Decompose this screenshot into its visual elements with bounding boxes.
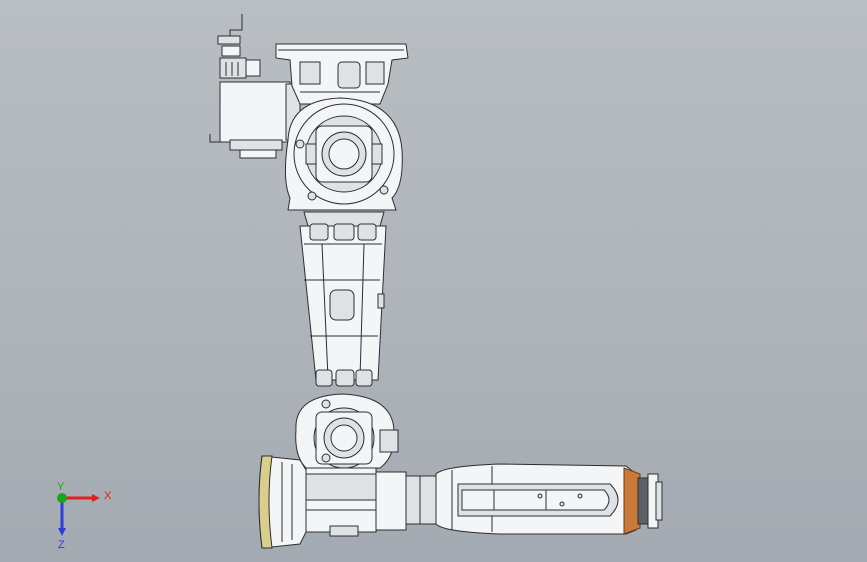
upper-housing bbox=[275, 43, 409, 105]
wrist-flange bbox=[623, 467, 663, 535]
z-axis-label: Z bbox=[58, 539, 65, 551]
z-axis-arrowhead bbox=[58, 528, 66, 536]
x-axis-label: X bbox=[104, 490, 112, 502]
x-axis-arrowhead bbox=[92, 494, 100, 502]
y-axis-dot bbox=[57, 493, 67, 503]
motor-box bbox=[209, 81, 301, 159]
lower-arm bbox=[299, 223, 387, 387]
y-axis-label: Y bbox=[57, 481, 65, 493]
lower-joint bbox=[295, 393, 399, 469]
cable-bracket bbox=[217, 14, 261, 79]
forearm-tube bbox=[435, 463, 637, 535]
forearm-base bbox=[258, 455, 437, 549]
upper-joint bbox=[284, 97, 403, 227]
coordinate-triad: X Y Z bbox=[57, 481, 112, 551]
